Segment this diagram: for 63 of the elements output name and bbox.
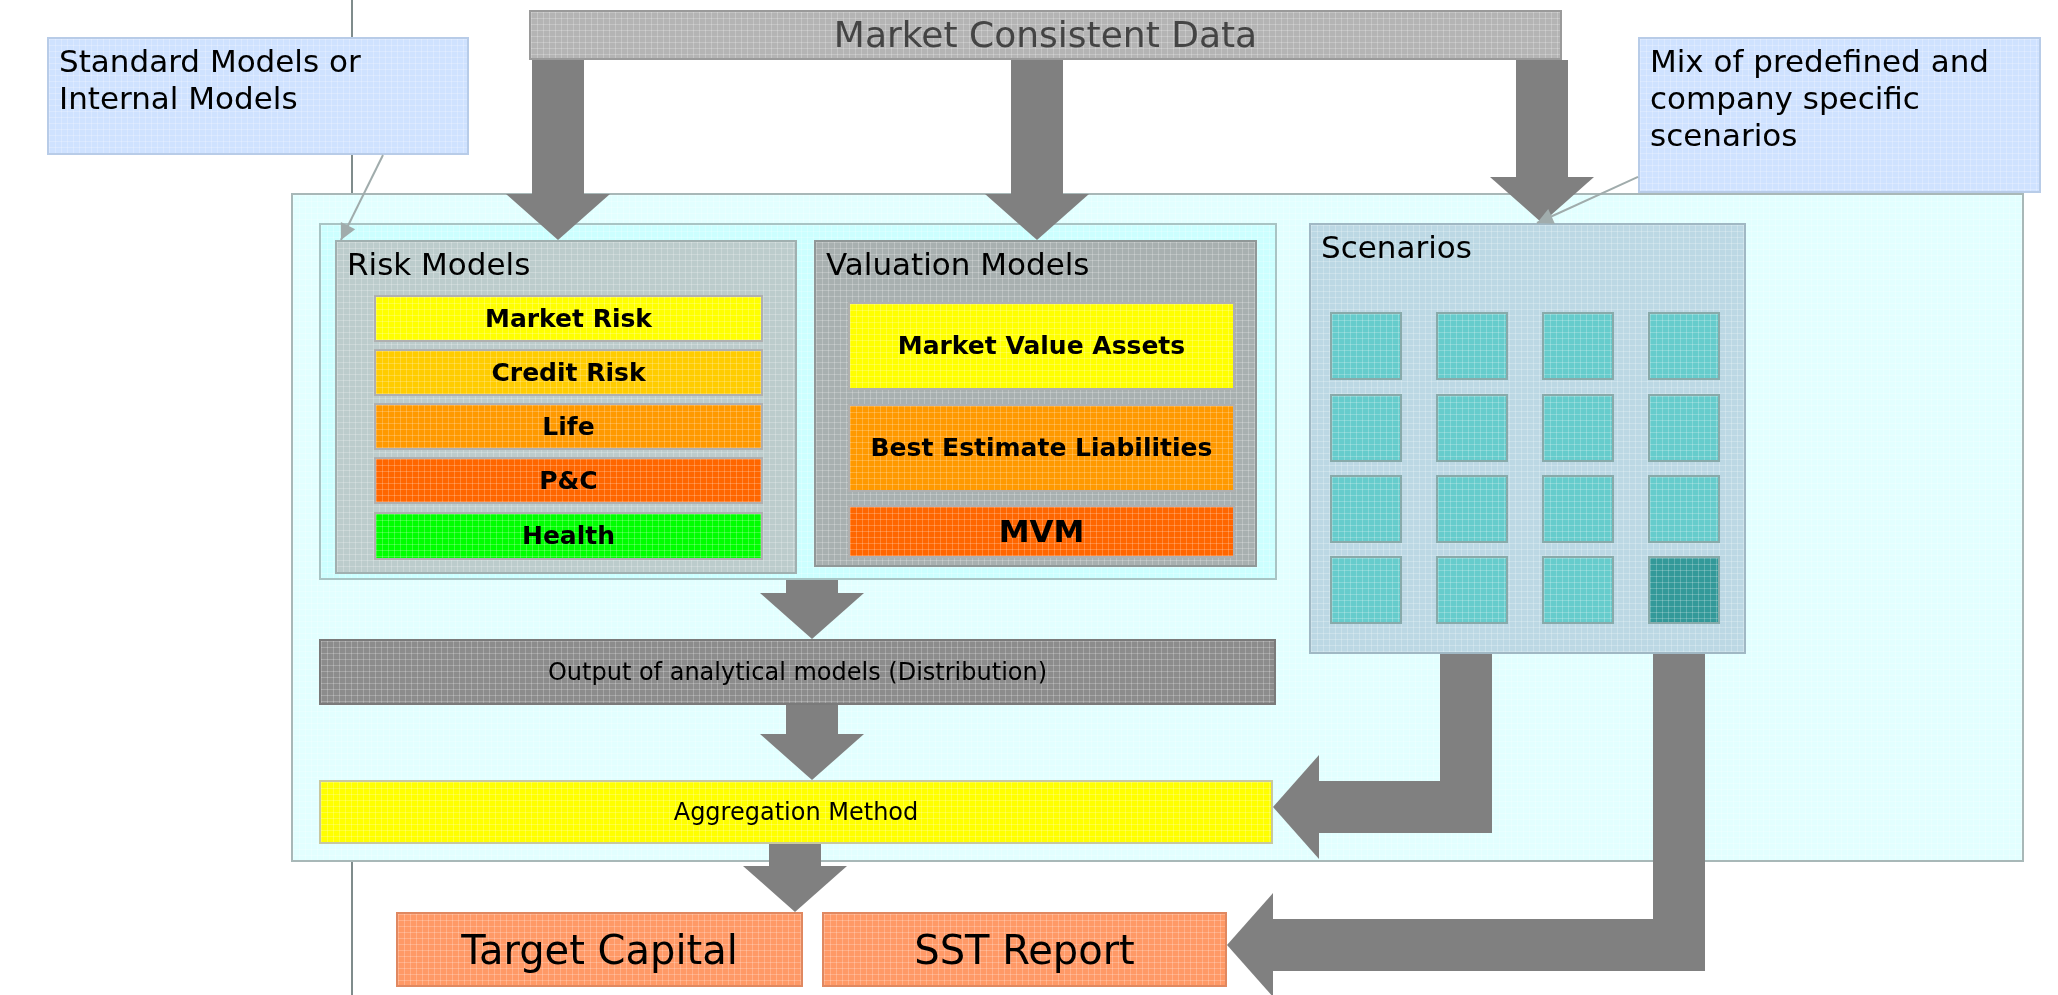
box-label: Best Estimate Liabilities: [869, 432, 1214, 464]
scenario-square: [1330, 556, 1402, 624]
scenario-square: [1436, 475, 1508, 543]
result-box: [822, 912, 1227, 987]
risk-bar: [374, 295, 763, 342]
scenario-square: [1542, 475, 1614, 543]
output-bar: [319, 639, 1276, 705]
result-box: [396, 912, 803, 987]
box-label: Market Value Assets: [896, 330, 1187, 362]
scenario-square: [1648, 394, 1720, 462]
scenario-square: [1436, 556, 1508, 624]
callout-text: Mix of predefined and company specific scenarios: [1649, 42, 1990, 156]
block-arrow: [1227, 654, 1705, 995]
callout-box: [47, 37, 469, 155]
scenario-square: [1542, 312, 1614, 380]
leader-line: [1536, 175, 1639, 224]
aggregation-bar: [319, 780, 1273, 844]
box-label: Target Capital: [460, 925, 739, 975]
scenario-square: [1330, 394, 1402, 462]
valuation-bar: [848, 302, 1235, 390]
risk-models-panel: [335, 240, 797, 574]
panel-heading: Scenarios: [1321, 229, 1472, 267]
scenario-square: [1436, 312, 1508, 380]
leader-line: [339, 154, 384, 241]
callout-text: Standard Models or Internal Models: [58, 42, 362, 119]
block-arrow: [760, 580, 864, 639]
valuation-bar: [848, 505, 1235, 558]
risk-bar: [374, 349, 763, 396]
risk-bar: [374, 457, 763, 504]
block-arrow: [760, 705, 864, 780]
scenario-square: [1542, 394, 1614, 462]
block-arrow: [1490, 60, 1594, 223]
scenario-square: [1648, 312, 1720, 380]
box-label: P&C: [538, 464, 599, 497]
scenario-square: [1330, 475, 1402, 543]
box-label: Aggregation Method: [672, 796, 920, 828]
valuation-models-panel: [814, 240, 1257, 567]
box-label: Life: [541, 410, 596, 443]
model-group-panel: [319, 223, 1277, 580]
scenario-square: [1648, 556, 1720, 624]
box-label: Credit Risk: [490, 356, 647, 389]
band-label: Market Consistent Data: [832, 13, 1259, 58]
valuation-bar: [848, 404, 1235, 492]
panel-heading: Valuation Models: [826, 246, 1090, 284]
scenario-square: [1542, 556, 1614, 624]
block-arrow: [985, 60, 1089, 240]
model-panel: [291, 193, 2024, 862]
scenario-square: [1330, 312, 1402, 380]
data-band: [529, 10, 1562, 60]
block-arrow: [506, 60, 610, 240]
scenario-square: [1648, 475, 1720, 543]
box-label: MVM: [997, 511, 1086, 551]
scenarios-panel: [1309, 223, 1746, 654]
panel-heading: Risk Models: [347, 246, 531, 284]
box-label: Health: [520, 520, 617, 552]
scenario-square: [1436, 394, 1508, 462]
risk-bar: [374, 512, 763, 560]
box-label: Output of analytical models (Distribution): [546, 656, 1049, 688]
box-label: SST Report: [913, 925, 1136, 975]
risk-bar: [374, 403, 763, 450]
callout-box: [1638, 37, 2041, 193]
box-label: Market Risk: [484, 302, 653, 335]
block-arrow: [743, 844, 847, 912]
